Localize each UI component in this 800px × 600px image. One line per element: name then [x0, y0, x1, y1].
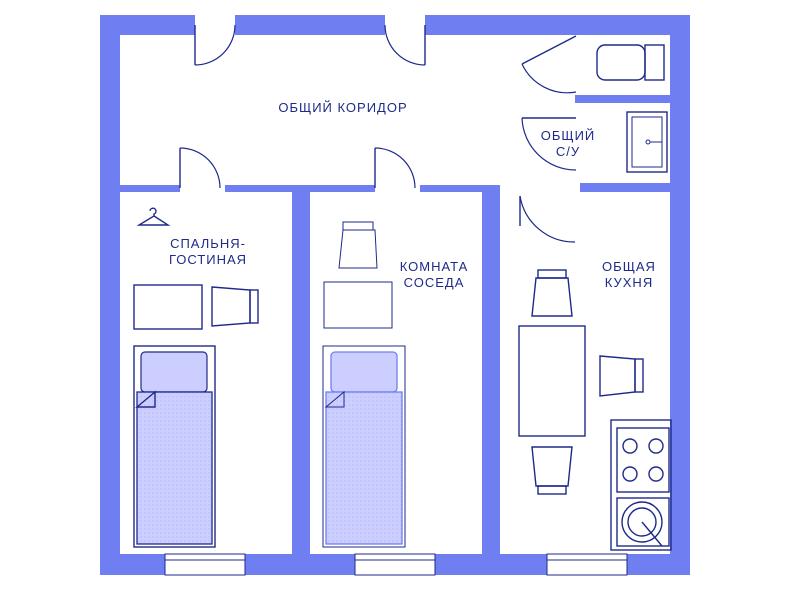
door-icon[interactable] — [179, 147, 221, 189]
hanger-icon — [136, 207, 171, 226]
corridor-floor — [120, 35, 575, 185]
kitchen-sink-icon — [616, 497, 670, 547]
corridor-kitchen-opening — [500, 170, 580, 200]
bedroom-label: ГОСТИНАЯ — [169, 252, 247, 267]
bathroom-sink-floor — [580, 103, 670, 183]
bathroom-label: ОБЩИЙ — [541, 128, 596, 143]
bathroom-toilet-floor — [580, 35, 670, 95]
window-icon — [354, 553, 436, 576]
desk-icon — [323, 281, 393, 329]
door-icon[interactable] — [521, 117, 577, 171]
chair-icon — [211, 286, 259, 327]
chair-icon — [599, 355, 644, 397]
chair-icon — [338, 221, 378, 269]
desk-icon — [133, 284, 203, 330]
toilet-icon — [596, 44, 665, 81]
bed-icon — [133, 345, 216, 548]
neighbor-room-label: СОСЕДА — [404, 275, 465, 290]
bedroom-label: СПАЛЬНЯ- — [170, 236, 246, 251]
neighbor-room-label: КОМНАТА — [400, 259, 469, 274]
stove-icon — [610, 419, 672, 551]
corridor-label: ОБЩИЙ КОРИДОР — [278, 100, 407, 115]
window-icon — [164, 553, 246, 576]
door-icon[interactable] — [384, 24, 426, 66]
door-icon[interactable] — [194, 24, 236, 66]
kitchen-label: КУХНЯ — [605, 275, 653, 290]
window-icon — [546, 553, 628, 576]
chair-icon — [531, 269, 573, 317]
door-icon[interactable] — [519, 195, 576, 243]
door-icon[interactable] — [521, 35, 577, 94]
kitchen-label: ОБЩАЯ — [602, 259, 656, 274]
table-icon — [518, 325, 586, 437]
chair-icon — [531, 446, 573, 495]
door-icon[interactable] — [374, 147, 416, 189]
bathroom-label: С/У — [556, 144, 580, 159]
sink-icon — [626, 111, 668, 173]
bed-icon — [322, 345, 406, 548]
